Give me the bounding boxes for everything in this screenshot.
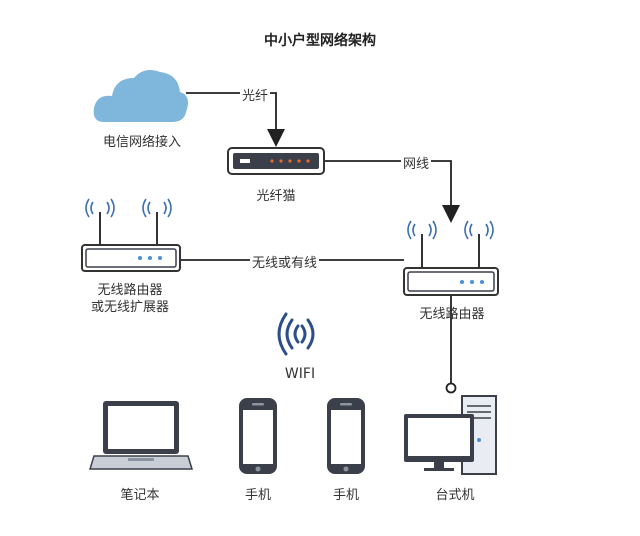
desktop-computer-icon	[404, 395, 497, 475]
router-left-label-line1: 无线路由器	[97, 283, 163, 298]
router-left-icon	[81, 198, 181, 272]
laptop-label: 笔记本	[120, 488, 160, 503]
connection-fiber-line	[186, 92, 285, 147]
router-left-label-line2: 或无线扩展器	[90, 300, 169, 315]
phone-2-icon	[327, 398, 365, 474]
phone-1-icon	[239, 398, 277, 474]
wireless-or-wired-label: 无线或有线	[250, 252, 320, 271]
connection-port-dot	[445, 382, 457, 394]
router-main-label: 无线路由器	[419, 307, 485, 322]
wifi-label: WIFI	[284, 366, 316, 382]
ethernet-connection-label: 网线	[401, 153, 432, 172]
modem-label: 光纤猫	[256, 189, 296, 204]
router-main-icon	[403, 220, 499, 296]
diagram-title: 中小户型网络架构	[264, 33, 376, 49]
optical-modem-icon	[227, 147, 325, 175]
phone-1-label: 手机	[244, 488, 271, 503]
cloud-icon	[93, 70, 188, 122]
fiber-connection-label: 光纤	[240, 85, 271, 104]
connection-ethernet-line	[323, 160, 460, 223]
cloud-label: 电信网络接入	[102, 135, 181, 150]
wifi-icon	[277, 312, 315, 356]
phone-2-label: 手机	[332, 488, 359, 503]
laptop-icon	[88, 401, 194, 470]
desktop-label: 台式机	[435, 488, 475, 503]
